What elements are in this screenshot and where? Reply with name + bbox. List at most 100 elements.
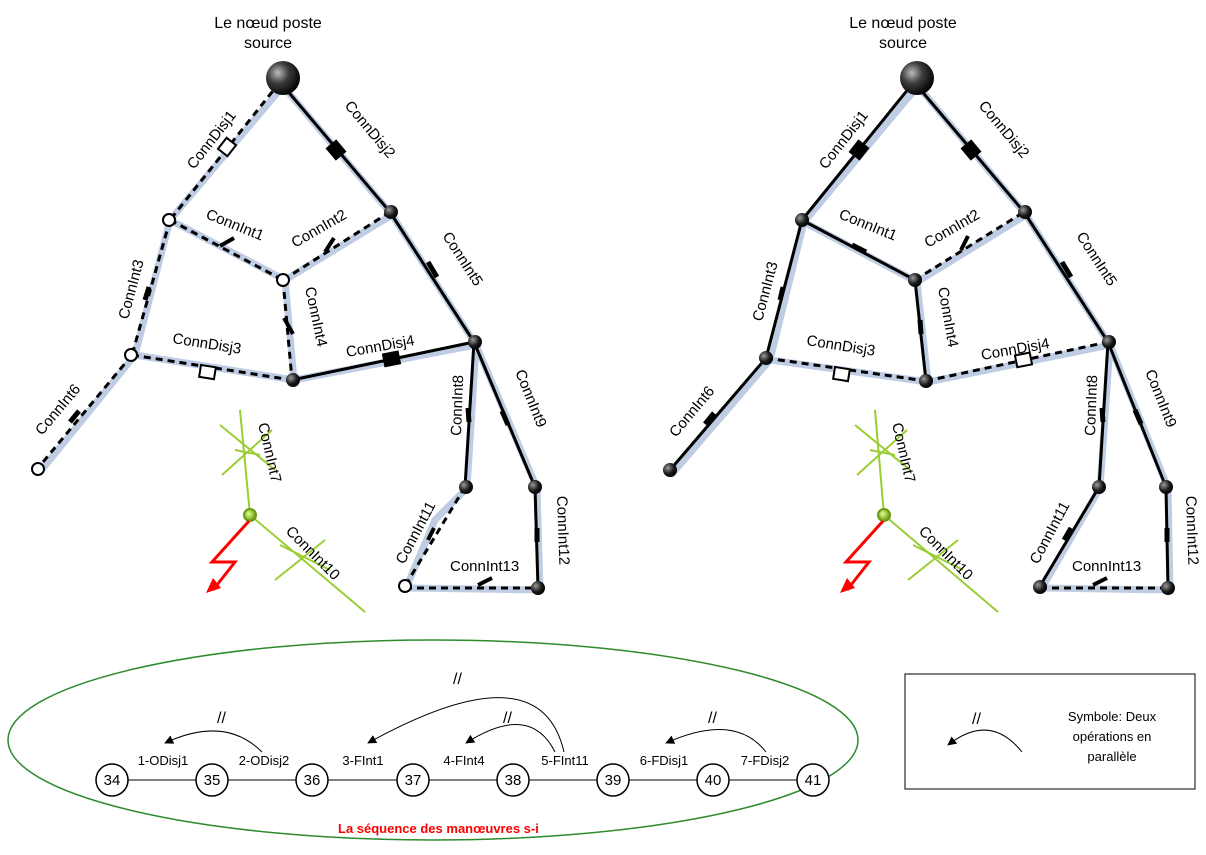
title-line2: source bbox=[244, 35, 292, 52]
connint6-line bbox=[36, 354, 134, 469]
label-connint10: ConnInt10 bbox=[282, 523, 343, 584]
label-connint8: ConnInt8 bbox=[1082, 375, 1101, 436]
diagram-left: Le nœud poste source bbox=[31, 15, 572, 613]
connint5-switch bbox=[425, 260, 440, 279]
connint3-switch bbox=[142, 286, 152, 301]
conndisj1-closed-breaker bbox=[848, 139, 870, 161]
open-nodes bbox=[31, 213, 412, 593]
label-connint4: ConnInt4 bbox=[301, 285, 330, 348]
connint1-line bbox=[169, 218, 284, 282]
connections bbox=[668, 81, 1170, 590]
connint11-switch bbox=[1061, 526, 1074, 542]
conndisj3-open-breaker bbox=[198, 363, 217, 381]
svg-text:39: 39 bbox=[605, 772, 622, 789]
connint5-line bbox=[1022, 211, 1110, 343]
label-conndisj3: ConnDisj3 bbox=[805, 332, 876, 360]
legend-arrow bbox=[947, 729, 1023, 753]
legend-mark: // bbox=[972, 711, 981, 728]
switch-symbols bbox=[68, 136, 540, 587]
parallel-mark: // bbox=[708, 710, 717, 727]
conndisj2-closed-breaker bbox=[325, 139, 347, 161]
label-conndisj2: ConnDisj2 bbox=[341, 98, 399, 162]
label-connint8: ConnInt8 bbox=[448, 375, 467, 436]
closed-nodes bbox=[286, 205, 545, 595]
labels: ConnDisj1 ConnDisj2 ConnInt1 ConnInt2 Co… bbox=[32, 98, 572, 584]
label-connint12: ConnInt12 bbox=[1182, 496, 1201, 566]
label-connint9: ConnInt9 bbox=[1141, 367, 1180, 430]
legend-box: // Symbole: Deux opérations en parallèle bbox=[904, 673, 1196, 790]
title-line2: source bbox=[879, 35, 927, 52]
label-connint7: ConnInt7 bbox=[254, 421, 284, 484]
label-connint12: ConnInt12 bbox=[553, 496, 572, 566]
svg-text:40: 40 bbox=[705, 772, 722, 789]
svg-text:36: 36 bbox=[304, 772, 321, 789]
fault-node bbox=[243, 508, 257, 522]
label-connint5: ConnInt5 bbox=[1073, 229, 1120, 289]
connint13-open-switch bbox=[477, 576, 493, 587]
seq-node: 38 bbox=[496, 763, 530, 797]
source-node bbox=[900, 61, 934, 95]
op-label: 6-FDisj1 bbox=[640, 753, 688, 768]
op-label: 3-FInt1 bbox=[342, 753, 383, 768]
conndisj3-line bbox=[131, 353, 293, 382]
label-connint10: ConnInt10 bbox=[915, 523, 976, 584]
svg-text:34: 34 bbox=[104, 772, 121, 789]
sequence-panel: 34 35 36 37 38 39 40 41 1-ODisj1 2-ODisj… bbox=[7, 639, 859, 841]
op-label: 1-ODisj1 bbox=[138, 753, 189, 768]
diagram-right: Le nœud poste source bbox=[663, 15, 1201, 613]
parallel-mark: // bbox=[217, 710, 226, 727]
label-connint1: ConnInt1 bbox=[837, 206, 900, 245]
connint4-open-switch bbox=[282, 317, 295, 335]
conndisj3-line bbox=[765, 356, 927, 383]
closed-nodes bbox=[663, 205, 1175, 595]
label-connint9: ConnInt9 bbox=[511, 367, 550, 430]
seq-node: 35 bbox=[195, 763, 229, 797]
fault-arrow bbox=[840, 519, 885, 593]
label-conndisj1: ConnDisj1 bbox=[184, 107, 240, 172]
parallel-mark: // bbox=[503, 710, 512, 727]
connint1-switch bbox=[850, 242, 868, 255]
label-conndisj1: ConnDisj1 bbox=[816, 107, 872, 172]
connint4-line bbox=[281, 279, 294, 381]
connint6-switch bbox=[703, 411, 716, 426]
parallel-arrows bbox=[164, 697, 767, 753]
op-label: 5-FInt11 bbox=[541, 753, 588, 768]
svg-text:41: 41 bbox=[805, 772, 822, 789]
label-connint4: ConnInt4 bbox=[934, 286, 961, 349]
title-line1: Le nœud poste bbox=[849, 15, 957, 32]
seq-node: 39 bbox=[596, 763, 630, 797]
faulted-section bbox=[219, 409, 366, 613]
label-connint13: ConnInt13 bbox=[1072, 558, 1141, 575]
title-line1: Le nœud poste bbox=[214, 15, 322, 32]
connint2-open-switch bbox=[323, 236, 336, 254]
seq-node: 41 bbox=[796, 763, 830, 797]
faulted-section bbox=[854, 409, 999, 613]
label-connint13: ConnInt13 bbox=[450, 558, 519, 575]
seq-node: 36 bbox=[295, 763, 329, 797]
connint2-line bbox=[914, 210, 1025, 282]
seq-node: 34 bbox=[95, 763, 129, 797]
sequence-ellipse bbox=[7, 639, 859, 841]
connint3-switch bbox=[777, 286, 786, 301]
conndisj2-closed-breaker bbox=[960, 139, 982, 161]
conndisj4-open-breaker bbox=[1013, 351, 1034, 369]
connint11-open-switch bbox=[426, 527, 436, 541]
svg-text:35: 35 bbox=[204, 772, 221, 789]
connint9-switch bbox=[1132, 409, 1144, 425]
legend-line3: parallèle bbox=[1087, 749, 1136, 764]
connint6-switch bbox=[68, 409, 81, 424]
shadow-paths bbox=[36, 82, 544, 594]
connint11-line bbox=[1038, 486, 1101, 587]
conndisj4-line bbox=[291, 340, 475, 382]
conndisj1-open-breaker bbox=[216, 136, 238, 158]
op-label: 7-FDisj2 bbox=[741, 753, 789, 768]
connint4-switch bbox=[917, 319, 924, 335]
conndisj3-open-breaker bbox=[832, 365, 851, 383]
connint13-open-switch bbox=[1092, 576, 1108, 587]
seq-node: 37 bbox=[396, 763, 430, 797]
switch-symbols bbox=[703, 139, 1170, 587]
label-connint5: ConnInt5 bbox=[439, 229, 486, 289]
connint9-switch bbox=[499, 410, 511, 426]
